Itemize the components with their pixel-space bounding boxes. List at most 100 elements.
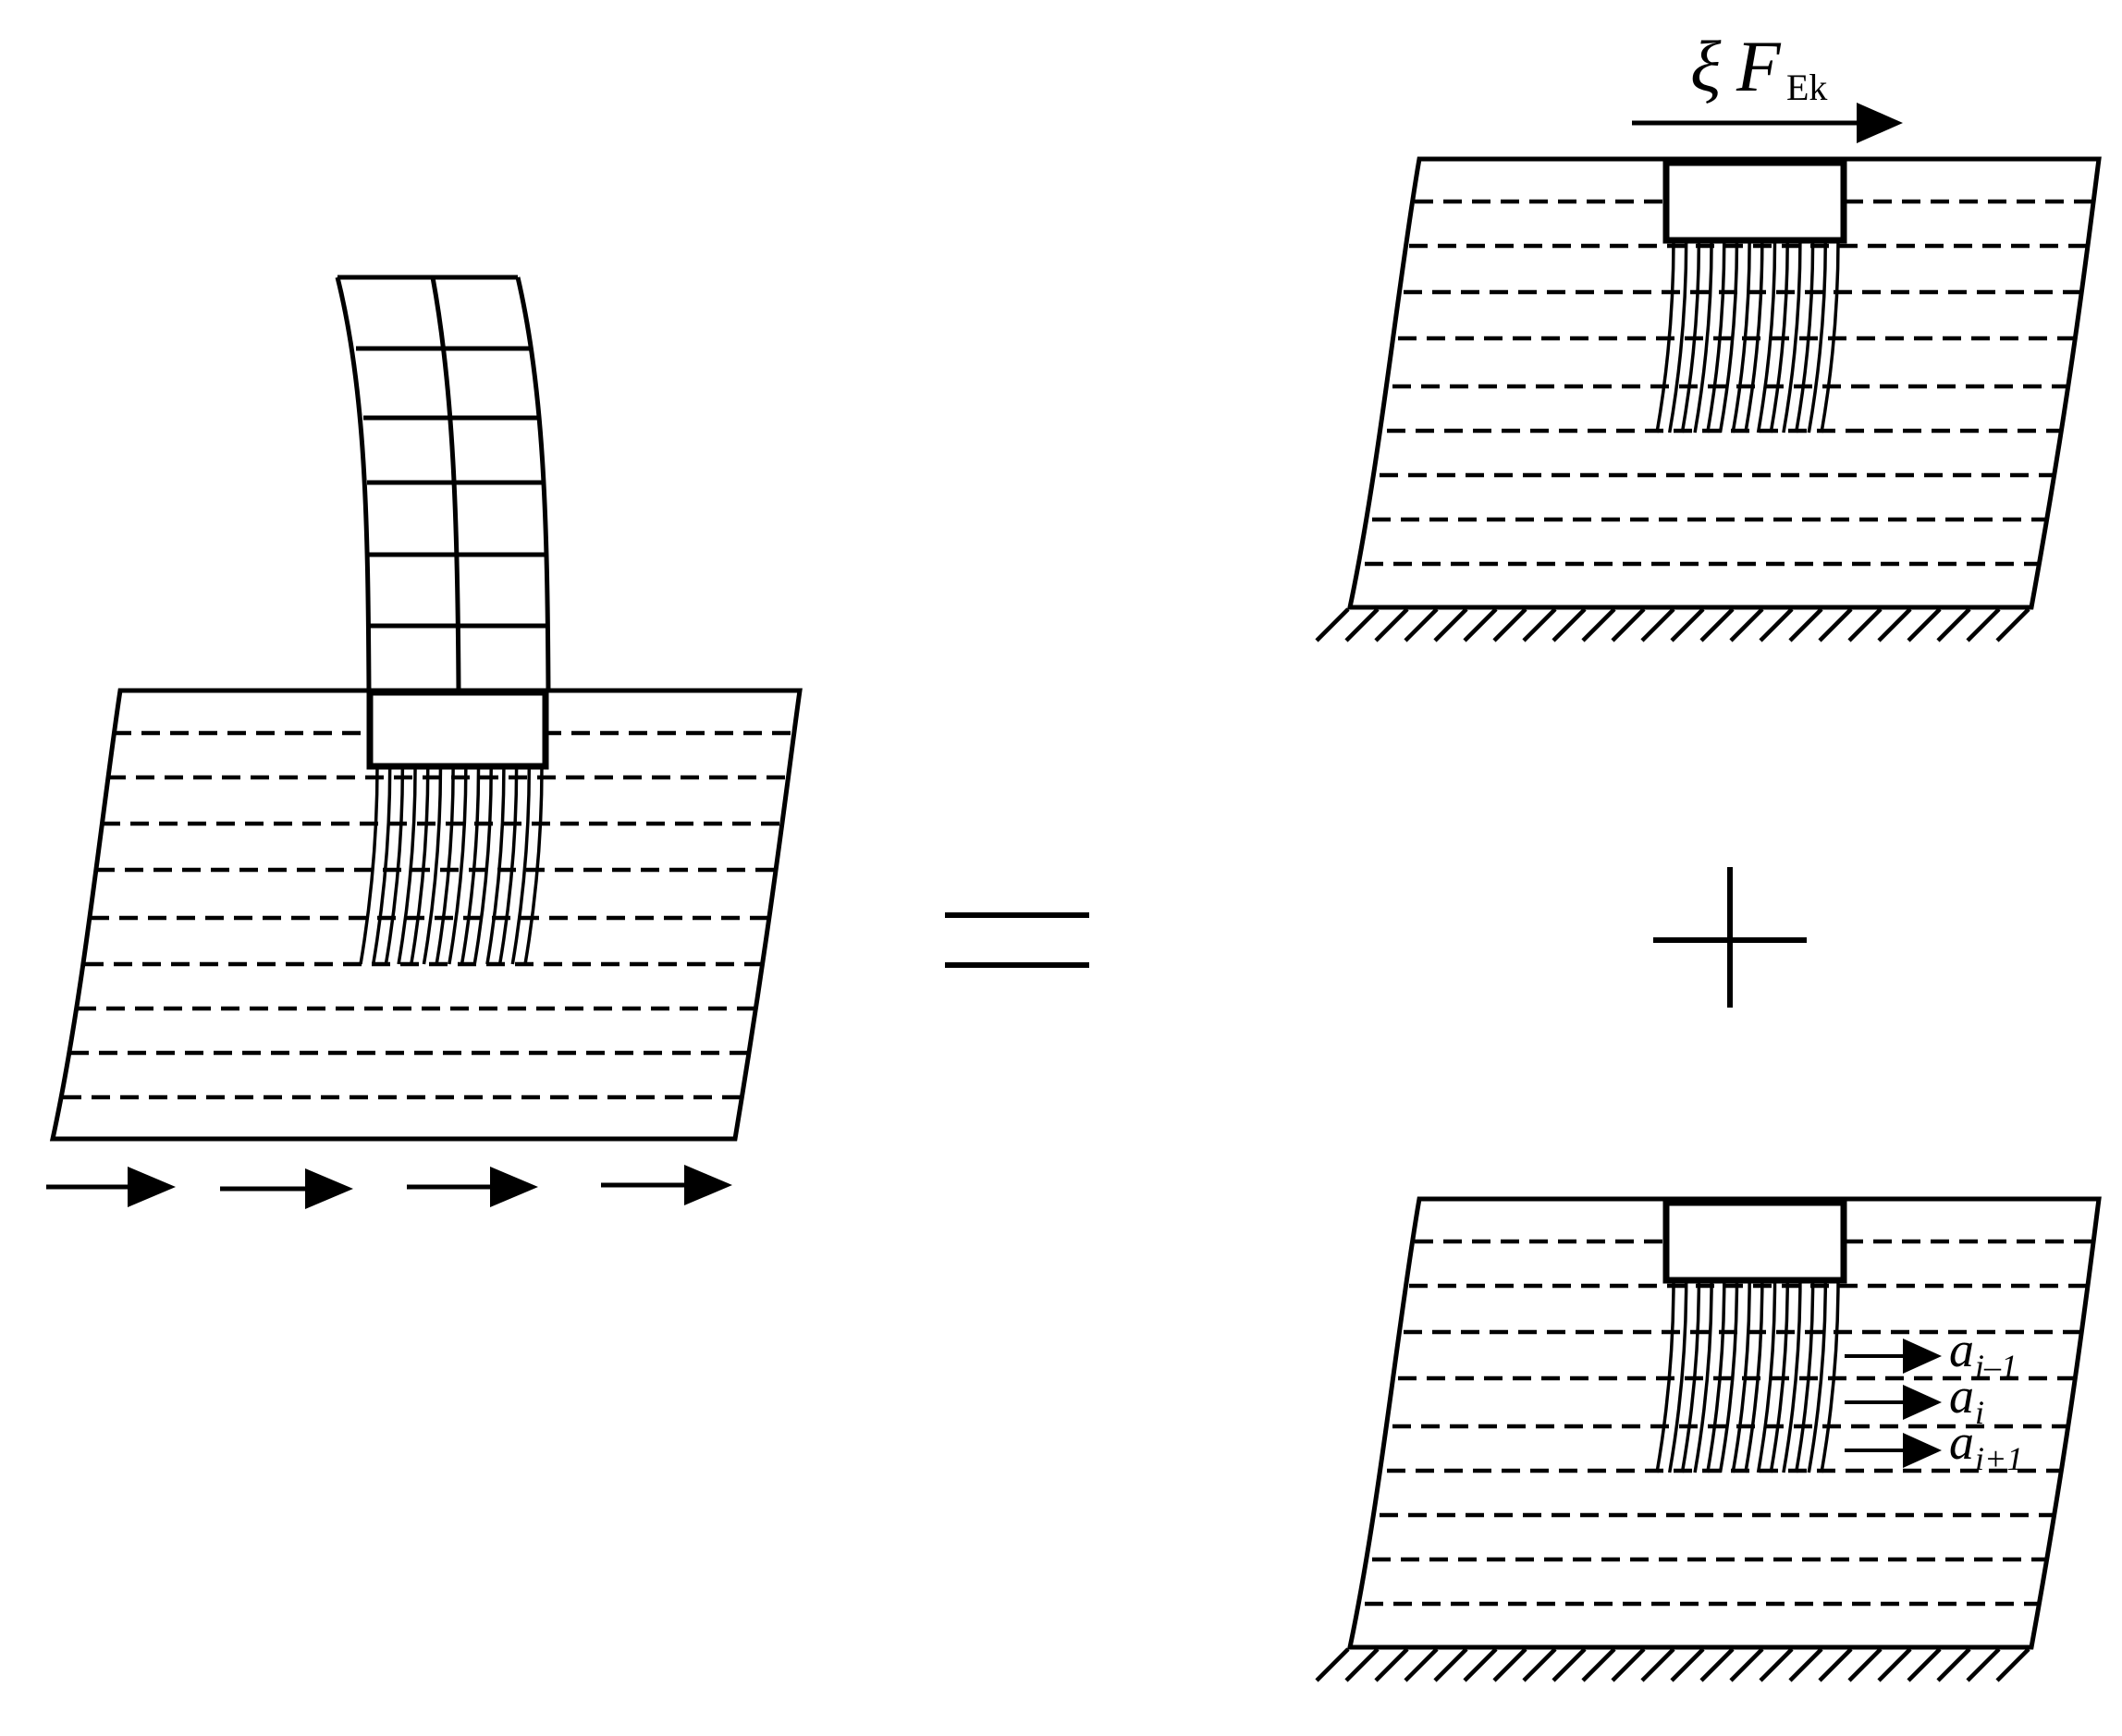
hatch-line: [1344, 607, 1380, 642]
top-fixed-base-hatching: [1315, 607, 2030, 642]
bottom-fixed-base-hatching: [1315, 1647, 2030, 1682]
pile: [1731, 1279, 1751, 1473]
hatch-line: [1552, 607, 1587, 642]
hatch-line: [1818, 1647, 1853, 1682]
hatch-line: [1463, 1647, 1498, 1682]
pile: [410, 765, 430, 965]
pile: [1655, 1279, 1675, 1473]
hatch-line: [1759, 1647, 1794, 1682]
pile: [1744, 1279, 1764, 1473]
bottom-soil-block-outline: [1346, 1196, 2102, 1650]
hatch-line: [1640, 1647, 1675, 1682]
hatch-line: [1936, 1647, 1971, 1682]
pile: [371, 765, 392, 965]
ground-motion-arrow-head: [684, 1165, 732, 1205]
accel-label-above-sub: i–1: [1975, 1348, 2018, 1385]
pile: [1718, 239, 1739, 434]
pile: [1756, 239, 1777, 434]
hatch-line: [1729, 607, 1764, 642]
force-coefficient-xi: ξ: [1690, 26, 1722, 106]
pile: [1706, 239, 1726, 434]
pile: [448, 765, 468, 965]
hatch-line: [1374, 607, 1409, 642]
plus-sign: [1653, 867, 1807, 1008]
pile: [1807, 1279, 1828, 1473]
superstructure-frame: [335, 275, 551, 693]
hatch-line: [1374, 1647, 1409, 1682]
pile: [1769, 1279, 1789, 1473]
pile: [1667, 239, 1688, 434]
top-pile-group: [1655, 239, 1840, 434]
hatch-line: [1522, 1647, 1557, 1682]
top-soil-layer-lines: [1365, 199, 2091, 567]
hatch-line: [1759, 607, 1794, 642]
pile: [1820, 1279, 1840, 1473]
hatch-line: [1729, 1647, 1764, 1682]
acceleration-arrow-head: [1903, 1385, 1942, 1420]
pile: [472, 765, 493, 965]
pile: [1667, 1279, 1688, 1473]
pile: [1807, 239, 1828, 434]
left-soil-block-outline: [49, 688, 803, 1142]
hatch-line: [1522, 607, 1557, 642]
pile: [1731, 239, 1751, 434]
ground-motion-arrow-head: [490, 1167, 538, 1207]
hatch-line: [1670, 607, 1705, 642]
hatch-line: [1433, 607, 1468, 642]
accel-label-below-sub: i+1: [1975, 1440, 2023, 1477]
pile: [1693, 239, 1713, 434]
pile: [1680, 239, 1701, 434]
pile: [397, 765, 417, 965]
hatch-line: [1344, 1647, 1380, 1682]
force-subscript-ek: Ek: [1786, 67, 1827, 108]
hatch-line: [1492, 607, 1527, 642]
bottom-pile-cap: [1662, 1199, 1847, 1284]
hatch-line: [1788, 607, 1823, 642]
hatch-line: [1404, 607, 1439, 642]
pile: [435, 765, 455, 965]
pile: [1820, 239, 1840, 434]
hatch-line: [1611, 607, 1646, 642]
hatch-line: [1581, 1647, 1616, 1682]
top-pile-cap: [1662, 159, 1847, 244]
left-pile-group: [359, 765, 544, 965]
pile: [1769, 239, 1789, 434]
inertial-interaction-panel: ξ F Ek: [1315, 26, 2102, 642]
hatch-line: [1907, 1647, 1942, 1682]
accel-label-mid-sub: i: [1975, 1394, 1984, 1431]
hatch-line: [1907, 607, 1942, 642]
pile: [1680, 1279, 1701, 1473]
equals-sign: [945, 912, 1089, 968]
pile: [1794, 239, 1815, 434]
top-soil-block-outline: [1346, 156, 2102, 610]
soil-acceleration-arrows: [1845, 1339, 1942, 1468]
hatch-line: [1818, 607, 1853, 642]
frame-right-column: [515, 276, 551, 693]
hatch-line: [1995, 1647, 2030, 1682]
pile: [1794, 1279, 1815, 1473]
ground-motion-arrows: [46, 1165, 732, 1209]
pile: [1744, 239, 1764, 434]
ground-motion-arrow-head: [305, 1168, 353, 1209]
hatch-line: [1640, 607, 1675, 642]
hatch-line: [1463, 607, 1498, 642]
pile: [1782, 1279, 1802, 1473]
hatch-line: [1847, 1647, 1883, 1682]
full-system-panel: [46, 275, 803, 1209]
acceleration-arrow-head: [1903, 1339, 1942, 1374]
bottom-pile-group: [1655, 1279, 1840, 1473]
hatch-line: [1670, 1647, 1705, 1682]
left-pile-cap: [366, 689, 549, 770]
frame-left-column: [335, 276, 372, 693]
hatch-line: [1404, 1647, 1439, 1682]
accel-label-mid-a: a: [1949, 1368, 1974, 1424]
hatch-line: [1611, 1647, 1646, 1682]
pile: [422, 765, 443, 965]
hatch-line: [1315, 607, 1350, 642]
pile: [460, 765, 481, 965]
hatch-line: [1847, 607, 1883, 642]
ground-motion-arrow-head: [128, 1167, 176, 1207]
hatch-line: [1966, 607, 2001, 642]
hatch-line: [1699, 607, 1735, 642]
